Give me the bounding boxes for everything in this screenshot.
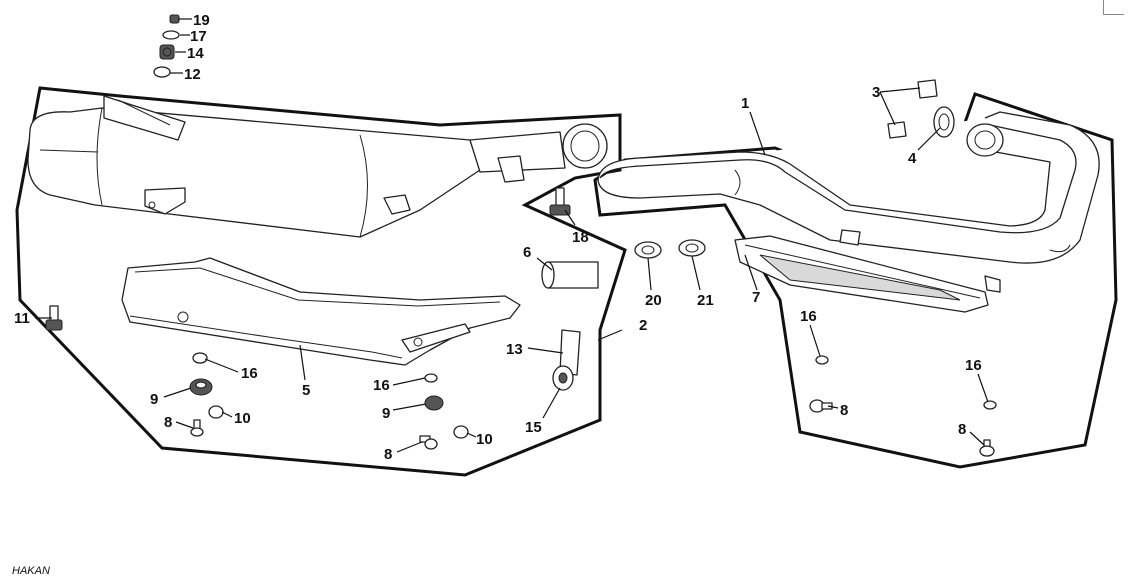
header-pipe[interactable] [597,111,1100,264]
nut-3-upper[interactable] [917,79,938,99]
nut-19[interactable] [169,14,180,24]
callout-6: 6 [523,244,531,261]
callout-10-a: 10 [234,410,251,427]
callout-4: 4 [908,150,917,167]
callout-3: 3 [872,84,880,101]
nut-14[interactable] [159,44,175,60]
callout-16-c: 16 [800,308,817,325]
washer-17[interactable] [162,30,180,40]
callout-20: 20 [645,292,662,309]
grommet-9-a[interactable] [189,378,213,396]
callout-8-c: 8 [840,402,848,419]
callout-16-a: 16 [241,365,258,382]
bolt-18[interactable] [549,187,571,216]
bolt-8-b[interactable] [419,435,438,450]
callout-labels: 19 17 14 12 11 18 6 20 21 2 13 15 1 3 4 … [14,12,982,463]
bolt-8-a[interactable] [190,419,204,437]
muffler[interactable] [27,95,608,238]
callout-14: 14 [187,45,204,62]
callout-9-a: 9 [150,391,158,408]
heat-shield-muffler[interactable] [121,257,521,366]
washer-12[interactable] [153,66,171,78]
bolt-10-b[interactable] [453,425,469,439]
callout-21: 21 [697,292,714,309]
callout-10-b: 10 [476,431,493,448]
callout-9-b: 9 [382,405,390,422]
callout-5: 5 [302,382,310,399]
nut-3-lower[interactable] [887,121,907,139]
callout-18: 18 [572,229,589,246]
callout-15: 15 [525,419,542,436]
grommet-9-b[interactable] [424,395,444,411]
corner-mark [1103,0,1124,15]
gasket-21[interactable] [678,239,706,257]
callout-19: 19 [193,12,210,29]
clamp-13[interactable] [559,329,581,376]
clamp-bolt-15[interactable] [552,365,574,391]
group-outline-muffler [15,86,627,477]
callout-1: 1 [741,95,749,112]
callout-8-d: 8 [958,421,966,438]
callout-2: 2 [639,317,647,334]
washer-16-d[interactable] [983,400,997,410]
washer-16-c[interactable] [815,355,829,365]
callout-11: 11 [14,310,30,327]
callout-8-b: 8 [384,446,392,463]
bolt-8-c[interactable] [809,399,833,413]
bolt-8-d[interactable] [979,439,995,457]
washer-16-b[interactable] [424,373,438,383]
leader-lines [35,18,989,453]
callout-12: 12 [184,66,201,83]
callout-16-b: 16 [373,377,390,394]
callout-16-d: 16 [965,357,982,374]
bolt-11[interactable] [45,305,63,331]
callout-17: 17 [190,28,207,45]
sleeve-6[interactable] [541,261,599,289]
callout-13: 13 [506,341,523,358]
gasket-20[interactable] [634,241,662,259]
callout-7: 7 [752,289,760,306]
callout-8-a: 8 [164,414,172,431]
brand-footer: HAKAN [12,565,50,577]
washer-16-a[interactable] [192,352,208,364]
gasket-4[interactable] [933,106,955,138]
bolt-10-a[interactable] [208,405,224,419]
